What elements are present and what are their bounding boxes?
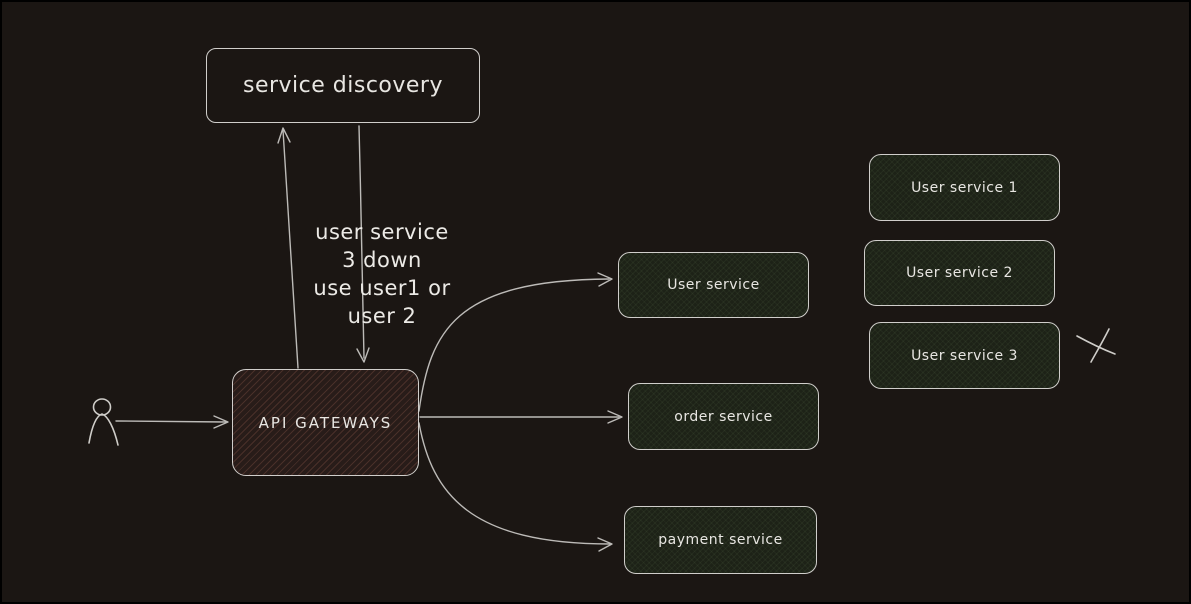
node-label: API GATEWAYS [258,413,393,432]
annotation-line: user 2 [347,304,417,328]
arrow-gateway-to-payment-service[interactable] [418,422,613,552]
person-icon[interactable] [88,398,119,446]
node-user-service-1[interactable]: User service 1 [869,154,1060,221]
node-user-service-3[interactable]: User service 3 [869,322,1060,389]
annotation-line: 3 down [342,248,422,272]
node-label: User service 2 [906,265,1013,281]
arrow-gateway-to-order-service[interactable] [419,410,623,424]
node-api-gateway[interactable]: API GATEWAYS [232,369,419,476]
node-user-service[interactable]: User service [618,252,809,318]
node-service-discovery[interactable]: service discovery [206,48,480,123]
node-label: User service [667,277,760,293]
node-order-service[interactable]: order service [628,383,819,450]
arrow-gateway-to-user-service[interactable] [418,272,613,412]
node-payment-service[interactable]: payment service [624,506,817,574]
arrow-discovery-to-gateway[interactable] [356,125,370,363]
annotation-line: user service [315,220,449,244]
node-label: User service 3 [911,347,1018,364]
x-mark-icon[interactable] [1076,328,1116,363]
node-label: order service [674,408,773,425]
node-label: payment service [658,532,783,548]
node-label: User service 1 [911,179,1018,196]
node-label: service discovery [242,73,443,98]
annotation-line: use user1 or [313,276,451,300]
arrow-user-to-gateway[interactable] [115,415,229,429]
annotation-user-service-3-down[interactable]: user service 3 down use user1 or user 2 [300,218,464,330]
arrow-gateway-to-discovery[interactable] [277,127,299,369]
node-user-service-2[interactable]: User service 2 [864,240,1055,306]
